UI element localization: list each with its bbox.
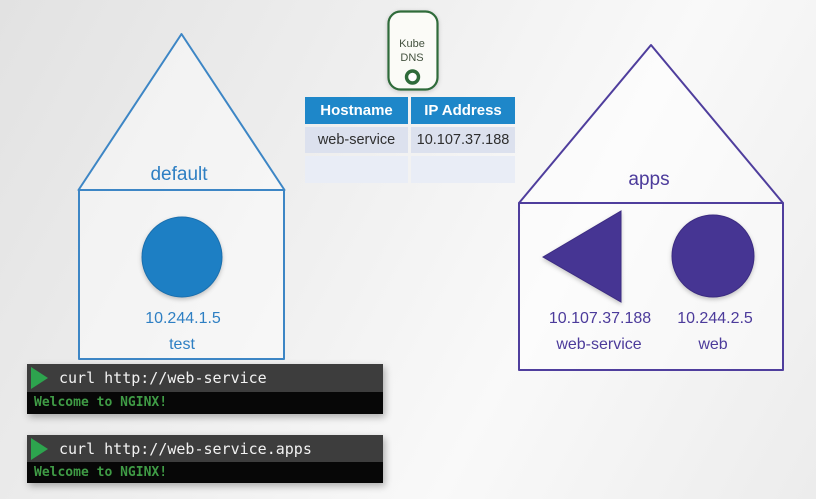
terminal-command-bar: curl http://web-service.apps [27,435,383,462]
terminal-command: curl http://web-service.apps [59,439,312,458]
kube-dns-port-icon [404,69,421,85]
dns-table-cell-ip: 10.107.37.188 [411,127,515,153]
kube-dns-box [387,10,439,91]
dns-table-cell-hostname: web-service [305,127,408,153]
terminal-command-bar: curl http://web-service [27,364,383,392]
terminal-command: curl http://web-service [59,369,267,387]
apps-namespace-label: apps [628,169,670,190]
terminal-prompt-icon [31,437,48,460]
default-namespace-label: default [150,164,208,185]
terminal-prompt-icon [31,367,48,389]
terminal-output: Welcome to NGINX! [27,462,383,483]
dns-table-cell-ip-empty [411,156,515,183]
service-web-service-name-label: web-service [556,336,642,353]
dns-table-header-ip: IP Address [411,97,515,124]
pod-test-name-label: test [169,336,195,353]
terminal-web-service-apps: curl http://web-service.apps Welcome to … [27,435,383,483]
pod-test-circle [141,216,223,298]
terminal-output: Welcome to NGINX! [27,392,383,414]
pod-web-circle [671,214,755,298]
terminal-web-service: curl http://web-service Welcome to NGINX… [27,364,383,414]
service-web-service-ip-label: 10.107.37.188 [548,310,652,327]
pod-test-ip-label: 10.244.1.5 [145,310,221,327]
kube-dns-label: Kube DNS [399,38,425,65]
dns-table-header-hostname: Hostname [305,97,408,124]
dns-table-cell-hostname-empty [305,156,408,183]
dns-table: Hostname IP Address web-service 10.107.3… [305,97,515,183]
service-web-service-triangle [542,210,622,303]
pod-web-ip-label: 10.244.2.5 [677,310,753,327]
pod-web-name-label: web [698,336,728,353]
